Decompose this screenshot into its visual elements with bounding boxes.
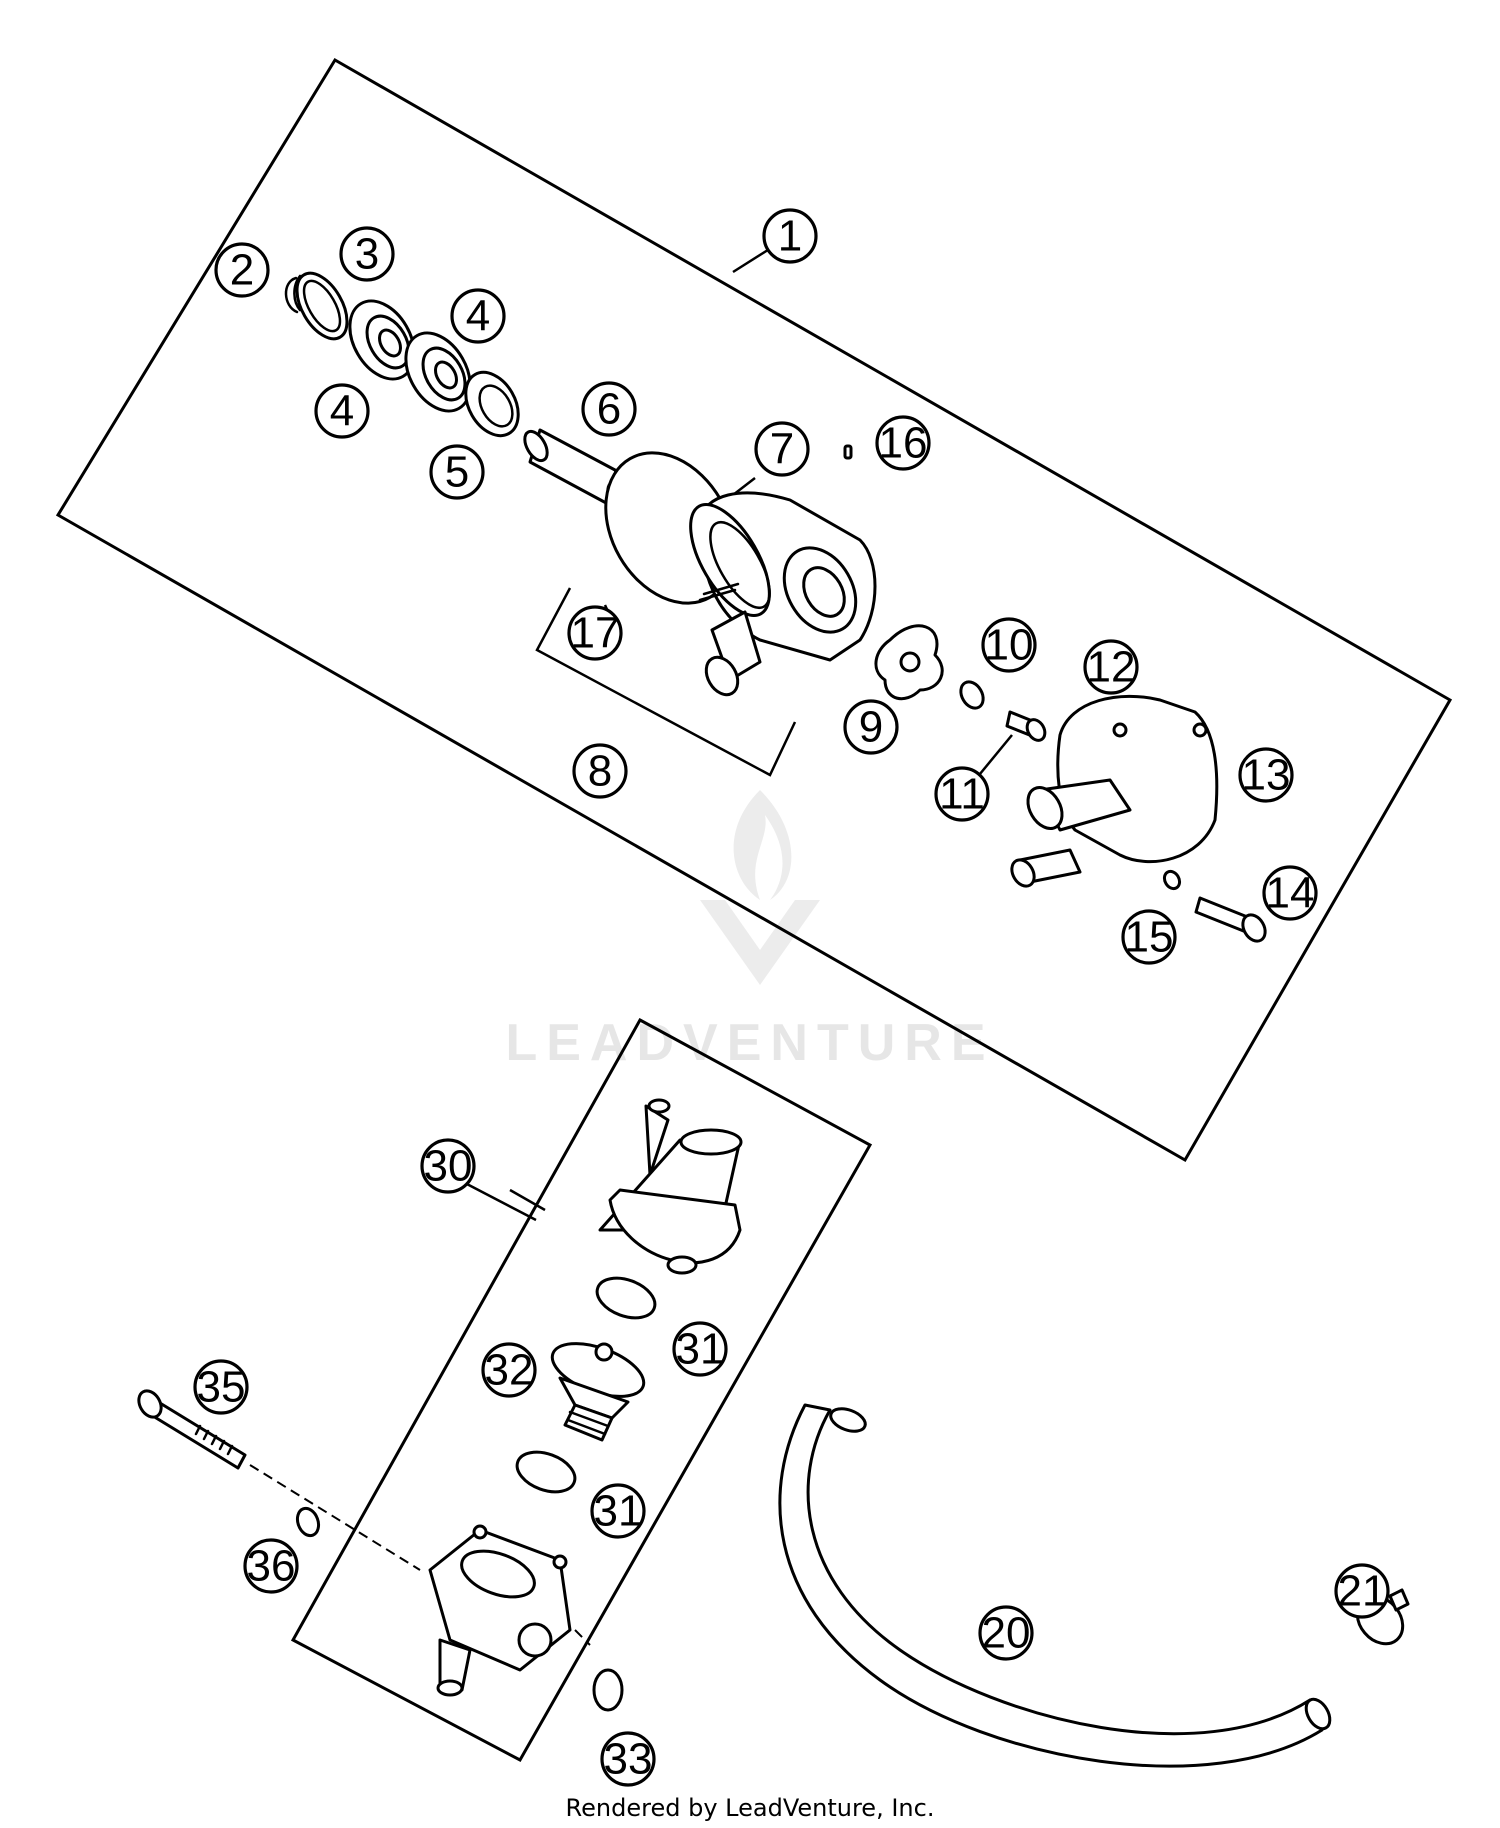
callout-17: 17: [567, 605, 623, 661]
long-bolt-part: [137, 1389, 421, 1571]
callout-16: 16: [875, 415, 931, 471]
pin-part: [843, 444, 853, 460]
impeller-part: [874, 624, 944, 701]
coolant-hose-part: [778, 1403, 1332, 1768]
svg-text:1: 1: [778, 212, 802, 261]
callout-11: 11: [934, 766, 990, 822]
bolt-washer-part: [295, 1506, 321, 1538]
callout-30: 30: [420, 1138, 476, 1194]
callout-7: 7: [754, 421, 810, 477]
callout-6: 6: [581, 381, 637, 437]
callout-4b: 4: [314, 383, 370, 439]
o-ring-small-part: [1162, 869, 1182, 891]
screw-part-small: [1005, 710, 1047, 742]
callout-31b: 31: [590, 1483, 646, 1539]
svg-text:8: 8: [588, 747, 612, 796]
svg-text:32: 32: [485, 1346, 534, 1395]
retaining-ring-part: [295, 271, 349, 341]
callout-21: 21: [1334, 1563, 1390, 1619]
callout-5: 5: [429, 444, 485, 500]
pump-cover-part: [1010, 694, 1219, 888]
svg-text:6: 6: [597, 385, 621, 434]
water-pump-kit-frame: [55, 57, 1453, 1163]
svg-text:20: 20: [982, 1609, 1031, 1658]
callout-33: 33: [600, 1731, 656, 1787]
callout-3: 3: [339, 226, 395, 282]
outlet-dash-line: [574, 1629, 591, 1646]
svg-text:36: 36: [247, 1542, 296, 1591]
callout-10: 10: [981, 617, 1037, 673]
bearing-part-a: [348, 299, 416, 381]
callout-13: 13: [1238, 747, 1294, 803]
thermostat-part: [550, 1342, 646, 1442]
callout-35: 35: [193, 1359, 249, 1415]
washer-part: [959, 680, 985, 710]
svg-text:3: 3: [355, 230, 379, 279]
pump-housing-part: [689, 491, 877, 697]
screw-part-large: [1194, 896, 1267, 943]
svg-text:13: 13: [1242, 751, 1291, 800]
callout-1: 1: [762, 208, 818, 264]
thermostat-cover-part: [598, 1098, 743, 1275]
watermark-text: LEADVENTURE: [505, 1014, 994, 1072]
svg-text:15: 15: [1125, 913, 1174, 962]
svg-text:30: 30: [424, 1142, 473, 1191]
housing-assembly-bracket: [535, 587, 797, 777]
shaft-seal-part: [464, 370, 520, 438]
callout-31a: 31: [672, 1321, 728, 1377]
svg-text:12: 12: [1087, 643, 1136, 692]
leadventure-watermark: LEADVENTURE: [505, 790, 994, 1072]
svg-text:16: 16: [879, 419, 928, 468]
svg-text:14: 14: [1266, 869, 1315, 918]
callout-9: 9: [843, 699, 899, 755]
callout-15: 15: [1121, 909, 1177, 965]
svg-text:4: 4: [330, 387, 354, 436]
o-ring-lower-part: [515, 1450, 577, 1494]
svg-text:11: 11: [939, 770, 985, 819]
svg-text:10: 10: [985, 621, 1034, 670]
callout-14: 14: [1262, 865, 1318, 921]
svg-text:17: 17: [571, 609, 620, 658]
rendered-by-footer: Rendered by LeadVenture, Inc.: [565, 1794, 935, 1822]
svg-text:35: 35: [197, 1363, 246, 1412]
callout-20: 20: [978, 1605, 1034, 1661]
svg-text:7: 7: [770, 425, 794, 474]
thermostat-kit-frame: [290, 1017, 873, 1763]
callout-32: 32: [481, 1342, 537, 1398]
bearing-part-b: [404, 331, 472, 413]
svg-text:2: 2: [230, 246, 254, 295]
svg-text:21: 21: [1338, 1567, 1387, 1616]
thermostat-housing-part: [428, 1524, 572, 1697]
svg-text:9: 9: [859, 703, 883, 752]
callout-12: 12: [1083, 639, 1139, 695]
svg-text:5: 5: [445, 448, 469, 497]
svg-text:4: 4: [466, 292, 490, 341]
callout-36: 36: [243, 1538, 299, 1594]
svg-text:33: 33: [604, 1735, 653, 1784]
o-ring-outlet-part: [592, 1668, 624, 1712]
callout-4a: 4: [450, 288, 506, 344]
svg-text:31: 31: [676, 1325, 725, 1374]
svg-text:31: 31: [594, 1487, 643, 1536]
callout-2: 2: [214, 242, 270, 298]
callout-8: 8: [572, 743, 628, 799]
o-ring-upper-part: [595, 1276, 657, 1320]
